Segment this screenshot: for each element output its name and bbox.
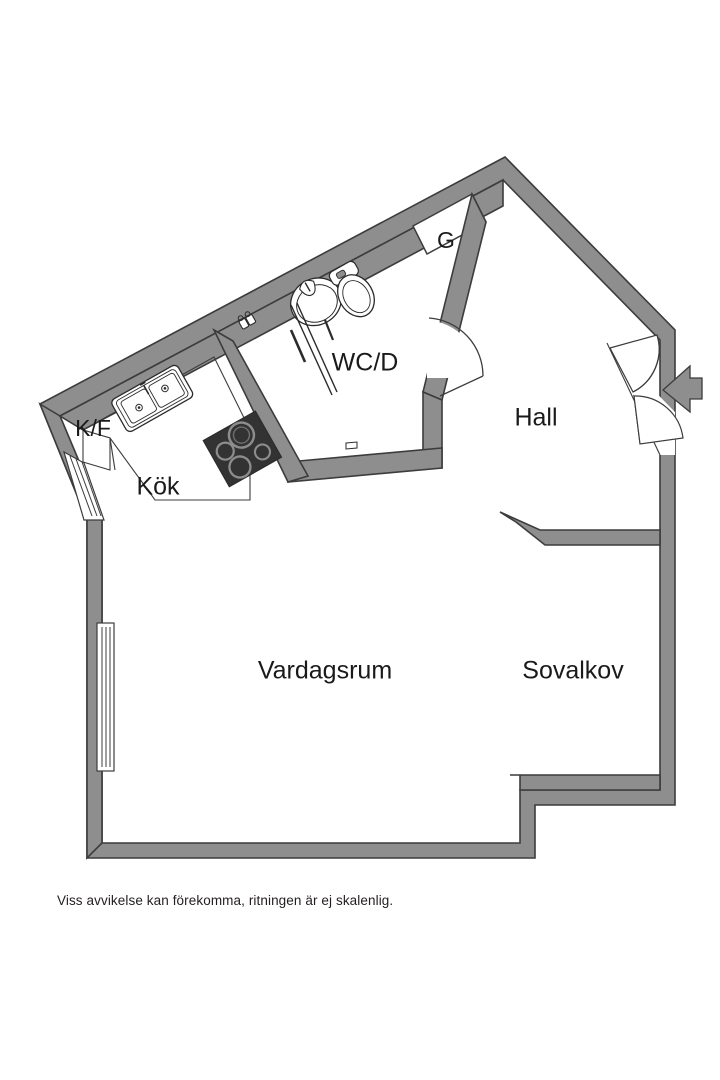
room-label-hall: Hall	[514, 404, 557, 432]
bathroom-door[interactable]	[427, 317, 484, 397]
room-label-bathroom: WC/D	[332, 349, 399, 377]
room-label-sleeping-alcove: Sovalkov	[522, 657, 624, 685]
kitchen-window	[63, 450, 105, 521]
room-label-living-room: Vardagsrum	[258, 657, 392, 685]
entrance-door[interactable]	[606, 334, 684, 456]
shower-screen-icon	[289, 302, 338, 396]
sovalkov-step-wall	[510, 774, 661, 791]
cooktop-icon	[202, 410, 283, 488]
bathroom-door-latch	[345, 441, 358, 450]
plan-disclaimer-caption: Viss avvikelse kan förekomma, ritningen …	[57, 893, 394, 908]
toilet-icon	[328, 260, 375, 318]
washbasin-icon	[290, 277, 342, 327]
entrance-arrow-icon	[661, 364, 703, 414]
kitchen-sink-icon	[111, 364, 194, 433]
room-label-fridge-freezer: K/F	[75, 415, 111, 441]
room-label-kitchen: Kök	[136, 473, 180, 501]
hall-sovalkov-divider	[499, 511, 661, 546]
living-room-window	[96, 622, 115, 772]
laundry-tap-icon	[237, 311, 257, 330]
kitchen-counter	[81, 356, 251, 501]
room-label-wardrobe: G	[437, 227, 455, 253]
